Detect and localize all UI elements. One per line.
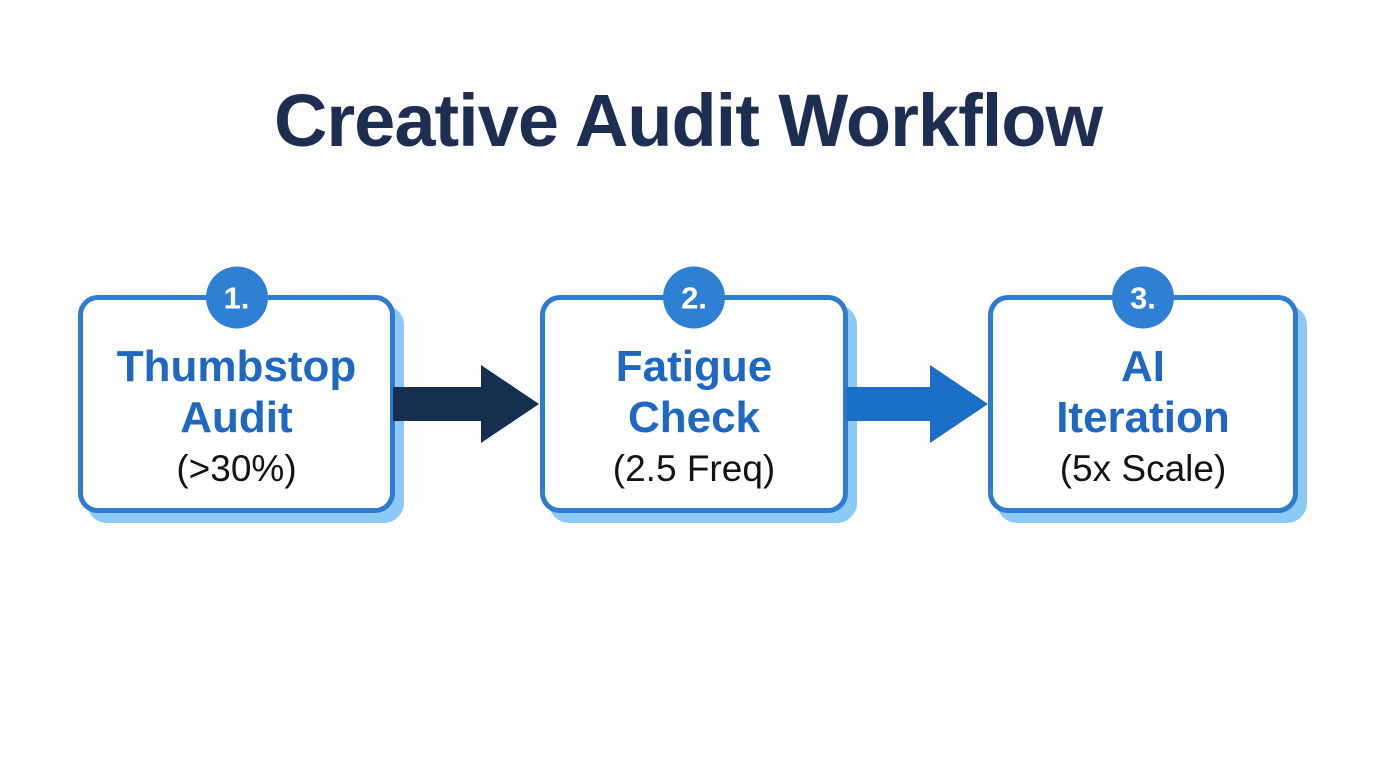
arrow-shaft: [393, 387, 481, 421]
arrow-step2-to-step3: [846, 365, 988, 443]
step-sublabel: (2.5 Freq): [612, 448, 776, 490]
step-sublabel: (5x Scale): [1059, 448, 1227, 490]
arrow-step1-to-step2: [393, 365, 539, 443]
step-number: 1.: [223, 280, 250, 316]
step-number-badge: 2.: [663, 266, 725, 329]
step-box-fatigue-check: 2. Fatigue Check (2.5 Freq): [540, 266, 848, 513]
arrow-head-icon: [930, 365, 988, 443]
step-label: Thumbstop Audit: [116, 342, 357, 442]
arrow-head-icon: [481, 365, 539, 443]
step-box-thumbstop-audit: 1. Thumbstop Audit (>30%): [78, 266, 395, 513]
step-label: AI Iteration: [1056, 342, 1230, 442]
step-number: 2.: [681, 280, 707, 316]
arrow-shaft: [846, 387, 930, 421]
step-number-badge: 1.: [205, 266, 268, 329]
step-sublabel: (>30%): [176, 448, 297, 490]
step-number-badge: 3.: [1112, 266, 1174, 329]
step-box-ai-iteration: 3. AI Iteration (5x Scale): [988, 266, 1298, 513]
step-number: 3.: [1130, 280, 1156, 316]
page-title: Creative Audit Workflow: [273, 79, 1103, 162]
step-label: Fatigue Check: [615, 342, 773, 442]
